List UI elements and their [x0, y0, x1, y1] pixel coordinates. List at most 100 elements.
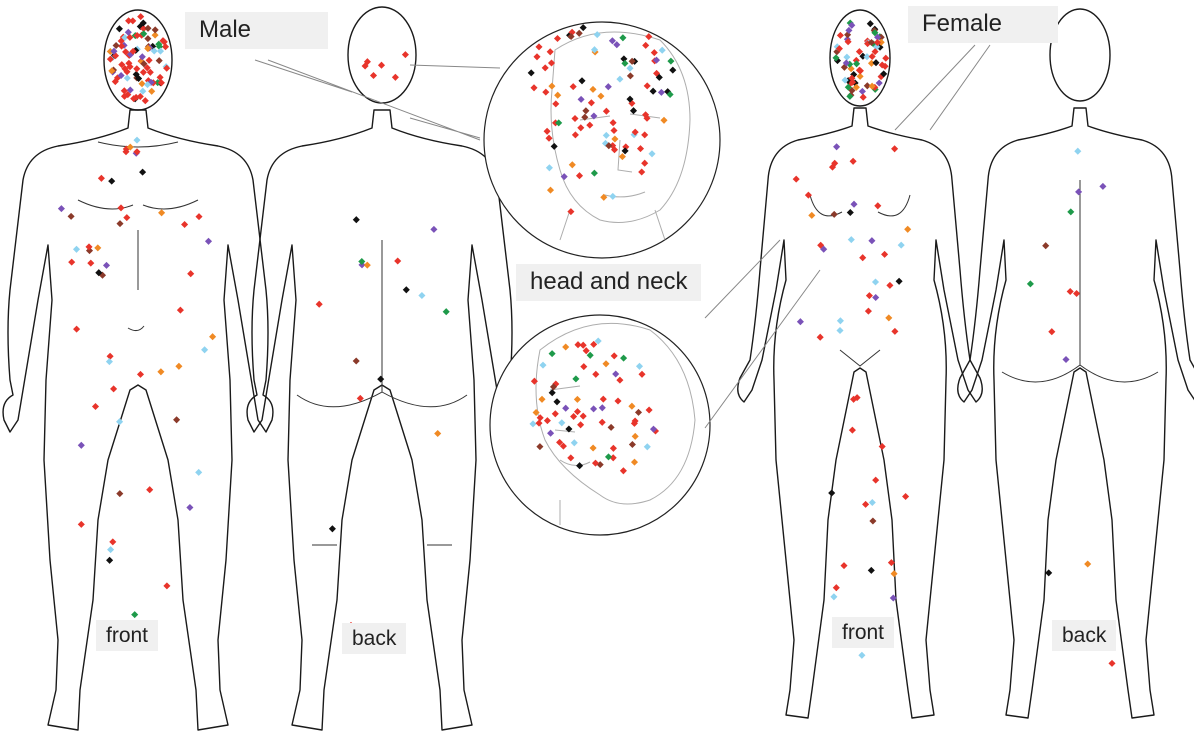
male-label: Male: [185, 12, 328, 49]
lesion-marker: [158, 209, 165, 216]
lesion-marker: [797, 318, 804, 325]
lesion-marker: [87, 260, 94, 267]
lesion-marker: [370, 72, 377, 79]
lesion-marker: [817, 334, 824, 341]
female-back-label: back: [1052, 620, 1116, 651]
lesion-marker: [837, 317, 844, 324]
lesion-marker: [418, 292, 425, 299]
lesion-marker: [1099, 183, 1106, 190]
lesion-marker: [116, 220, 123, 227]
lesion-marker: [402, 51, 409, 58]
lesion-marker: [848, 236, 855, 243]
lesion-marker: [209, 333, 216, 340]
lesion-marker: [173, 416, 180, 423]
lesion-marker: [394, 257, 401, 264]
lesion-marker: [94, 244, 101, 251]
female-back-head: [1050, 9, 1110, 101]
lesion-marker: [869, 517, 876, 524]
lesion-marker: [1075, 188, 1082, 195]
lesion-marker: [434, 430, 441, 437]
lesion-marker: [891, 145, 898, 152]
lesion-marker: [129, 17, 136, 24]
lesion-marker: [896, 278, 903, 285]
lesion-marker: [833, 584, 840, 591]
lesion-marker: [109, 538, 116, 545]
lesion-marker: [874, 202, 881, 209]
lesion-marker: [103, 262, 110, 269]
lesion-marker: [205, 238, 212, 245]
lesion-marker: [843, 54, 850, 61]
lesion-marker: [869, 499, 876, 506]
lesion-marker: [378, 62, 385, 69]
lesion-marker: [867, 20, 874, 27]
lesion-marker: [124, 75, 131, 82]
lesion-marker: [78, 521, 85, 528]
lesion-marker: [902, 493, 909, 500]
female-front-hips: [840, 350, 880, 366]
lesion-marker: [92, 403, 99, 410]
lesion-marker: [876, 79, 883, 86]
lesion-marker: [859, 88, 866, 95]
female-head-inset: [490, 315, 710, 535]
lesion-marker: [430, 226, 437, 233]
lesion-marker: [316, 301, 323, 308]
lesion-marker: [1067, 288, 1074, 295]
female-head-inset-circle: [490, 315, 710, 535]
lesion-marker: [177, 307, 184, 314]
lesion-marker: [860, 94, 867, 101]
lesion-marker: [865, 308, 872, 315]
lesion-marker: [144, 35, 151, 42]
male-head-inset: [484, 22, 720, 258]
lesion-marker: [116, 418, 123, 425]
lesion-marker: [1084, 560, 1091, 567]
lesion-marker: [1042, 242, 1049, 249]
lesion-marker: [144, 25, 151, 32]
female-front-label: front: [832, 617, 894, 648]
lesion-marker: [133, 137, 140, 144]
lesion-marker: [866, 292, 873, 299]
lesion-marker: [1074, 148, 1081, 155]
lesion-marker: [1062, 356, 1069, 363]
lesion-marker: [891, 328, 898, 335]
lesion-marker: [847, 209, 854, 216]
lesion-marker: [872, 294, 879, 301]
lesion-marker: [885, 314, 892, 321]
lesion-marker: [377, 376, 384, 383]
lesion-marker: [110, 385, 117, 392]
lesion-marker: [162, 43, 169, 50]
lesion-marker: [403, 286, 410, 293]
lesion-marker: [891, 570, 898, 577]
lesion-marker: [862, 501, 869, 508]
lesion-marker: [872, 278, 879, 285]
lesion-marker: [146, 486, 153, 493]
lesion-marker: [443, 308, 450, 315]
lesion-marker: [142, 97, 149, 104]
lesion-marker: [868, 567, 875, 574]
lesion-marker: [68, 213, 75, 220]
female-front-figure: [738, 10, 983, 718]
lesion-marker: [904, 226, 911, 233]
lesion-marker: [879, 443, 886, 450]
lesion-marker: [78, 442, 85, 449]
male-head-inset-circle: [484, 22, 720, 258]
lesion-marker: [107, 546, 114, 553]
lesion-marker: [353, 216, 360, 223]
lesion-marker: [833, 143, 840, 150]
lesion-marker: [73, 246, 80, 253]
lesion-marker: [392, 74, 399, 81]
lesion-marker: [116, 25, 123, 32]
lesion-marker: [117, 204, 124, 211]
lesion-marker: [831, 211, 838, 218]
lesion-marker: [106, 358, 113, 365]
lesion-marker: [849, 427, 856, 434]
lesion-marker: [858, 652, 865, 659]
female-back-buttocks: [1002, 180, 1158, 382]
lesion-marker: [881, 251, 888, 258]
lesion-marker: [808, 212, 815, 219]
lesion-marker: [195, 213, 202, 220]
lesion-marker: [148, 88, 155, 95]
head-neck-label: head and neck: [516, 264, 701, 301]
lesion-marker: [131, 611, 138, 618]
lesion-marker: [793, 176, 800, 183]
